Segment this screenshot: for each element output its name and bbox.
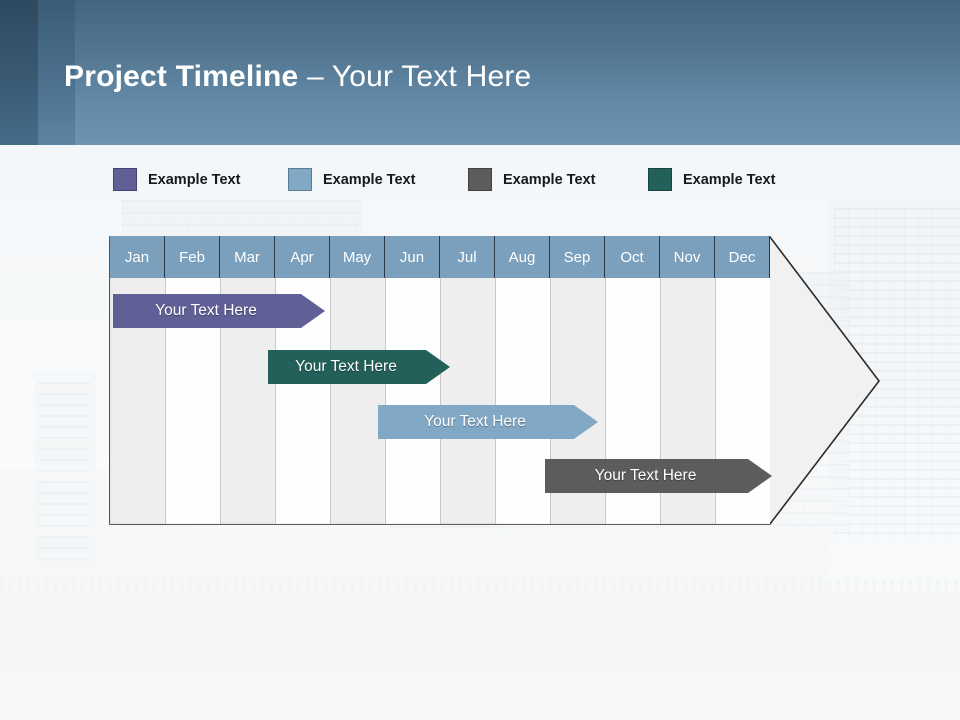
timeline-task-bar[interactable]: Your Text Here xyxy=(268,350,450,384)
month-header-may[interactable]: May xyxy=(330,236,385,278)
legend-color-swatch xyxy=(468,168,492,191)
legend: Example Text Example Text Example Text Exam… xyxy=(110,168,850,196)
legend-item-label: Example Text xyxy=(148,171,241,188)
column-divider xyxy=(550,278,551,524)
timeline-task-bar[interactable]: Your Text Here xyxy=(378,405,598,439)
timeline-task-bar[interactable]: Your Text Here xyxy=(113,294,325,328)
month-header-feb[interactable]: Feb xyxy=(165,236,220,278)
legend-item-label: Example Text xyxy=(323,171,416,188)
column-divider xyxy=(495,278,496,524)
legend-color-swatch xyxy=(113,168,137,191)
legend-color-swatch xyxy=(648,168,672,191)
timeline-column xyxy=(220,236,275,524)
legend-item[interactable]: Example Text xyxy=(288,168,415,191)
column-divider xyxy=(385,278,386,524)
column-divider xyxy=(330,278,331,524)
legend-item[interactable]: Example Text xyxy=(648,168,775,191)
month-header-jul[interactable]: Jul xyxy=(440,236,495,278)
timeline-task-bar-label: Your Text Here xyxy=(155,302,257,319)
page-title-light: – Your Text Here xyxy=(298,60,532,93)
month-header-dec[interactable]: Dec xyxy=(715,236,770,278)
page-title: Project Timeline – Your Text Here xyxy=(64,60,531,94)
column-divider xyxy=(660,278,661,524)
month-header-jan[interactable]: Jan xyxy=(110,236,165,278)
month-header-aug[interactable]: Aug xyxy=(495,236,550,278)
timeline-task-bar[interactable]: Your Text Here xyxy=(545,459,772,493)
legend-item-label: Example Text xyxy=(503,171,596,188)
month-header-jun[interactable]: Jun xyxy=(385,236,440,278)
column-divider xyxy=(220,278,221,524)
page-title-bold: Project Timeline xyxy=(64,60,299,93)
legend-color-swatch xyxy=(288,168,312,191)
column-divider xyxy=(275,278,276,524)
timeline-column xyxy=(110,236,165,524)
column-divider xyxy=(715,278,716,524)
month-header-apr[interactable]: Apr xyxy=(275,236,330,278)
header-accent-bar-mid xyxy=(38,0,75,145)
column-divider xyxy=(165,278,166,524)
timeline-column xyxy=(165,236,220,524)
legend-item[interactable]: Example Text xyxy=(113,168,240,191)
column-divider xyxy=(440,278,441,524)
month-header-oct[interactable]: Oct xyxy=(605,236,660,278)
month-header-mar[interactable]: Mar xyxy=(220,236,275,278)
header-accent-bar-dark xyxy=(0,0,38,145)
timeline-task-bar-label: Your Text Here xyxy=(594,467,697,484)
timeline-task-bar-label: Your Text Here xyxy=(295,358,397,375)
legend-item-label: Example Text xyxy=(683,171,776,188)
column-divider xyxy=(605,278,606,524)
legend-item[interactable]: Example Text xyxy=(468,168,595,191)
timeline-task-bar-label: Your Text Here xyxy=(424,413,526,430)
month-header-sep[interactable]: Sep xyxy=(550,236,605,278)
header-banner: Project Timeline – Your Text Here xyxy=(0,0,960,145)
timeline-column xyxy=(495,236,550,524)
month-header-nov[interactable]: Nov xyxy=(660,236,715,278)
timeline-column xyxy=(440,236,495,524)
